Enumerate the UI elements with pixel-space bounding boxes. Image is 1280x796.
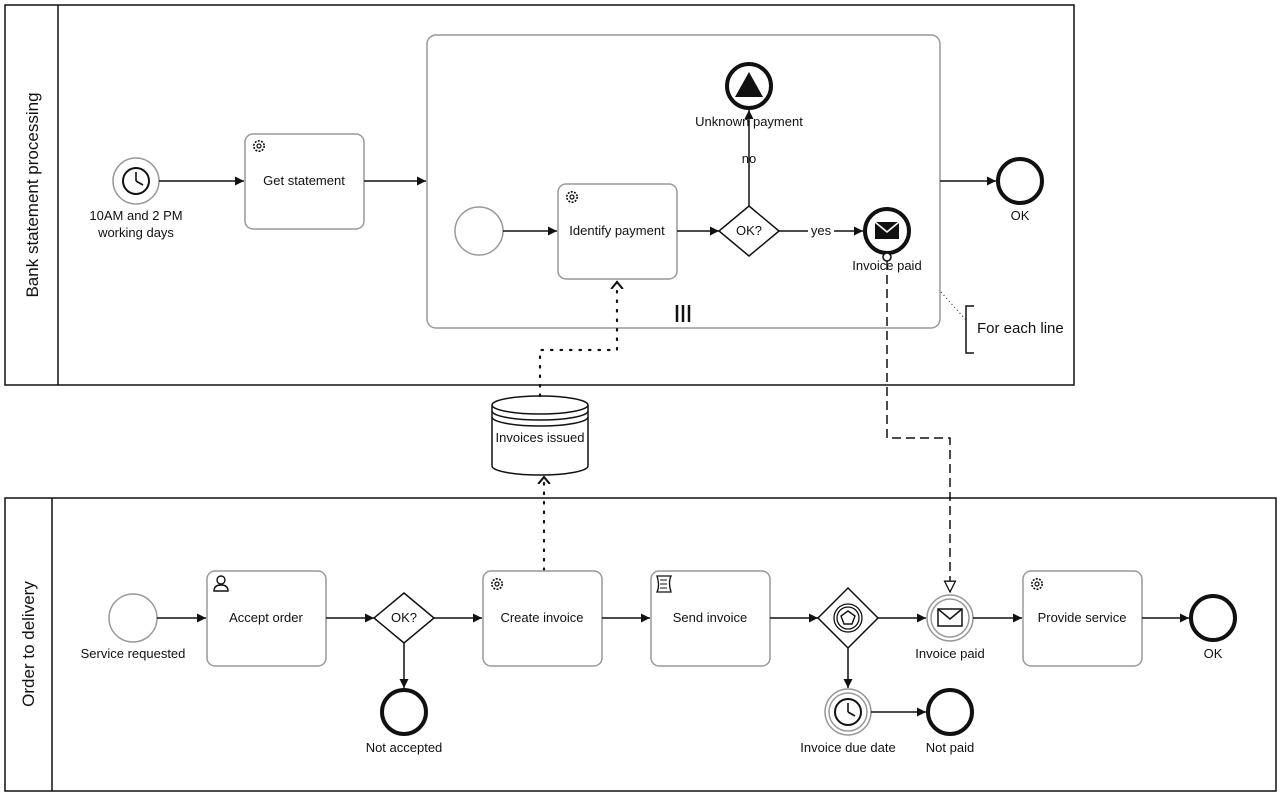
- task-identify-payment[interactable]: Identify payment: [557, 183, 678, 280]
- annotation-for-each-line-label: For each line: [977, 320, 1064, 337]
- message-flow-invoice-paid: [886, 261, 950, 592]
- end-event-not-paid-label: Not paid: [926, 740, 974, 755]
- intermediate-event-invoice-due-date[interactable]: [824, 688, 872, 736]
- intermediate-event-invoice-paid[interactable]: [926, 594, 974, 642]
- task-get-statement-label: Get statement: [263, 173, 345, 188]
- timer-start-label-1: 10AM and 2 PM: [89, 208, 182, 223]
- clock-icon: [122, 167, 150, 195]
- start-event-service-requested-label: Service requested: [81, 646, 186, 661]
- end-event-unknown-payment-label: Unknown payment: [695, 114, 803, 129]
- annotation-for-each-line[interactable]: For each line: [965, 305, 1064, 354]
- pentagon-icon: [840, 610, 856, 625]
- gateway-order-ok[interactable]: OK?: [372, 592, 436, 644]
- flow-no-label: no: [742, 151, 756, 166]
- task-accept-order-label: Accept order: [229, 610, 303, 625]
- intermediate-event-invoice-paid-label: Invoice paid: [915, 646, 984, 661]
- clock-icon: [834, 698, 862, 726]
- gateway-bank-ok-label: OK?: [736, 223, 762, 238]
- task-create-invoice[interactable]: Create invoice: [482, 570, 603, 667]
- triangle-icon: [735, 72, 763, 97]
- end-event-unknown-payment[interactable]: [725, 62, 773, 110]
- end-event-bank-ok-label: OK: [1011, 208, 1030, 223]
- task-identify-payment-label: Identify payment: [569, 223, 665, 238]
- event-based-gateway[interactable]: [816, 586, 880, 650]
- start-event-service-requested[interactable]: [108, 593, 158, 643]
- envelope-icon: [874, 221, 900, 239]
- end-event-order-ok[interactable]: [1189, 594, 1237, 642]
- datastore-invoices-issued[interactable]: Invoices issued: [491, 395, 589, 476]
- data-association-to-identify: [538, 282, 617, 398]
- gateway-order-ok-label: OK?: [391, 610, 417, 625]
- end-event-not-accepted-label: Not accepted: [366, 740, 443, 755]
- end-event-order-ok-label: OK: [1204, 646, 1223, 661]
- datastore-label: Invoices issued: [496, 430, 585, 445]
- task-create-invoice-label: Create invoice: [500, 610, 583, 625]
- task-provide-service-label: Provide service: [1038, 610, 1127, 625]
- script-icon: [655, 575, 673, 593]
- task-send-invoice-label: Send invoice: [673, 610, 747, 625]
- message-flow-origin: [882, 252, 892, 262]
- pool-order: Order to delivery: [4, 497, 1277, 792]
- user-icon: [213, 575, 229, 592]
- task-accept-order[interactable]: Accept order: [206, 570, 327, 667]
- timer-start-label-2: working days: [97, 225, 174, 240]
- subprocess-for-each-line[interactable]: [426, 34, 941, 329]
- subprocess-start-event[interactable]: [454, 206, 504, 256]
- end-event-bank-ok[interactable]: [996, 157, 1044, 205]
- task-get-statement[interactable]: Get statement: [244, 133, 365, 230]
- pool-order-label: Order to delivery: [19, 581, 38, 707]
- flow-yes-label: yes: [811, 223, 832, 238]
- envelope-icon: [937, 608, 963, 627]
- end-event-not-accepted[interactable]: [380, 688, 428, 736]
- pool-bank-label: Bank statement processing: [23, 92, 42, 297]
- task-provide-service[interactable]: Provide service: [1022, 570, 1143, 667]
- timer-start-event[interactable]: [112, 157, 160, 205]
- task-send-invoice[interactable]: Send invoice: [650, 570, 771, 667]
- gateway-bank-ok[interactable]: OK?: [717, 205, 781, 257]
- end-event-invoice-paid-message[interactable]: [863, 207, 911, 255]
- intermediate-event-invoice-due-date-label: Invoice due date: [800, 740, 895, 755]
- parallel-bars-icon: [675, 305, 691, 322]
- annotation-association: [940, 291, 967, 321]
- end-event-not-paid[interactable]: [926, 688, 974, 736]
